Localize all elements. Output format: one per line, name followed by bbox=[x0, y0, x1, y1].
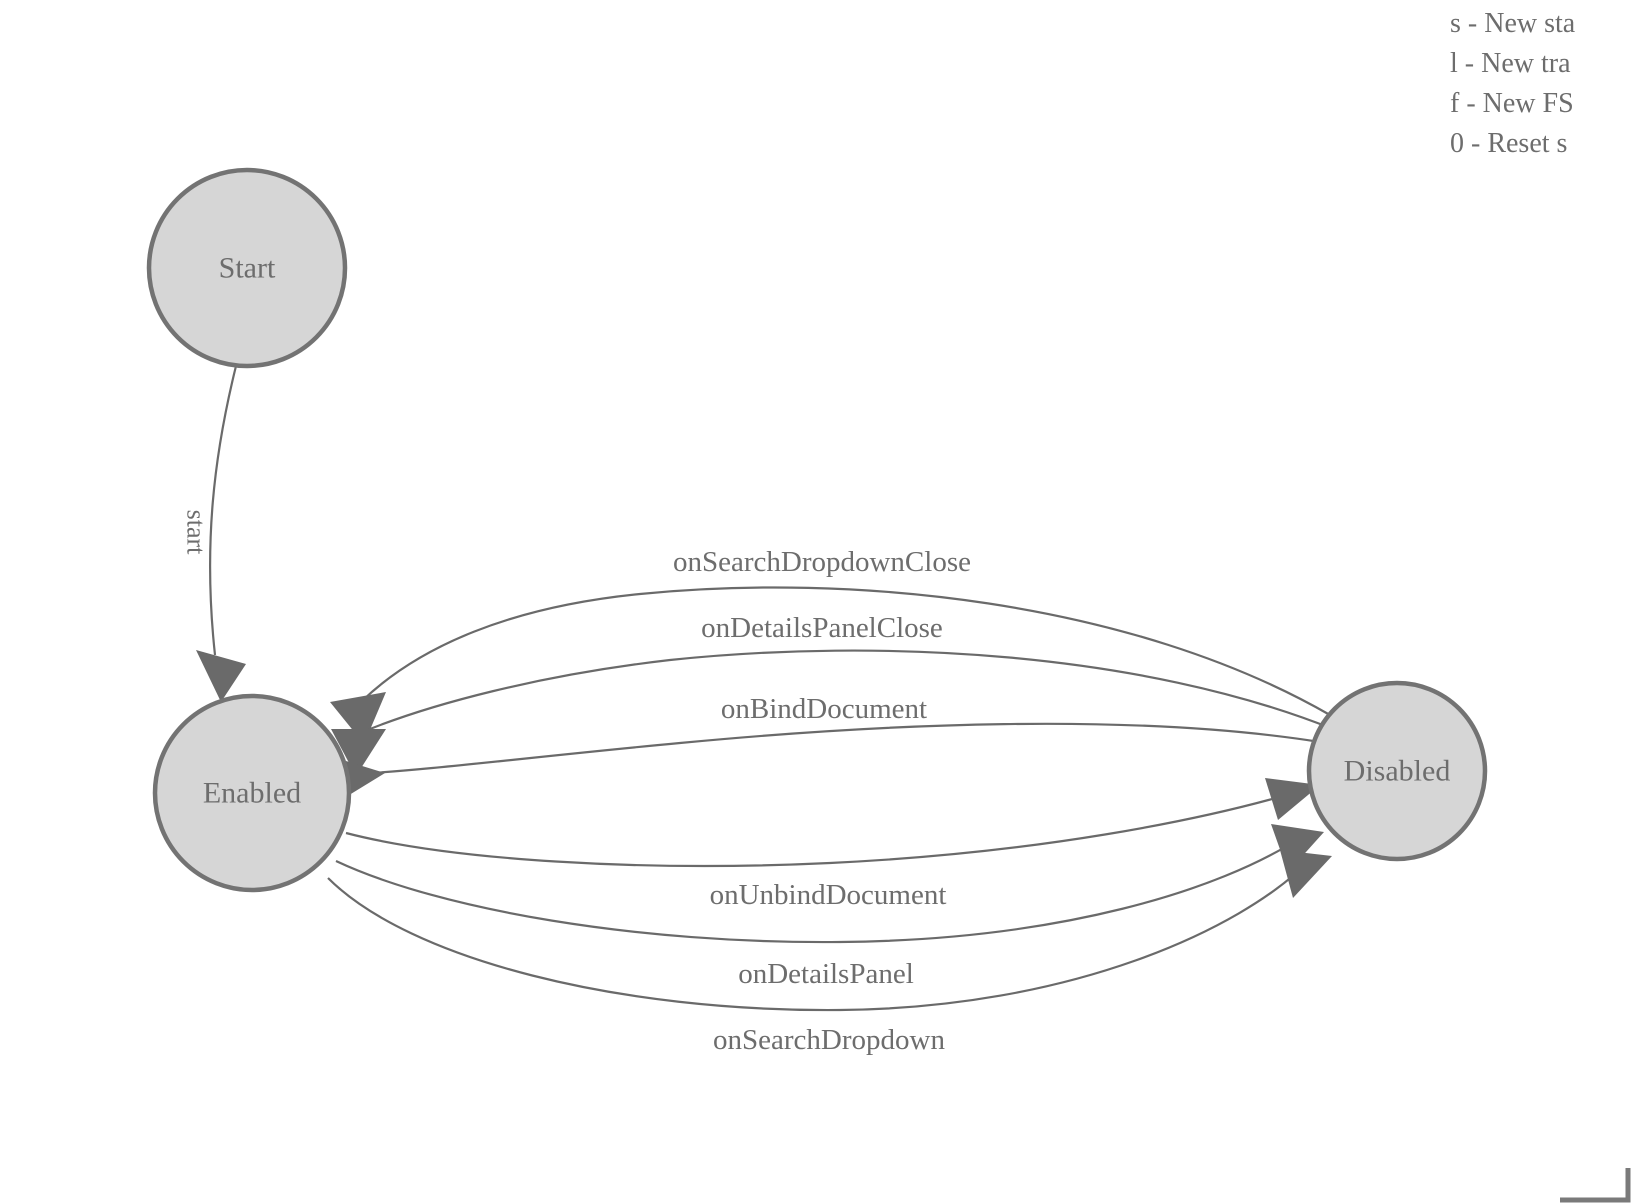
legend-line-new-transition: l - New tra bbox=[1450, 48, 1571, 79]
legend-line-new-state: s - New sta bbox=[1450, 8, 1576, 39]
edge-label-onsearchdropdown: onSearchDropdown bbox=[713, 1024, 945, 1056]
node-disabled[interactable]: Disabled bbox=[1306, 680, 1488, 862]
keyboard-shortcut-legend: s - New sta l - New tra f - New FS 0 - R… bbox=[1422, 0, 1632, 164]
edge-label-ondetailspanelclose: onDetailsPanelClose bbox=[701, 612, 943, 644]
edge-onbinddocument-path bbox=[355, 722, 1321, 776]
edge-onsearchdropdown-path bbox=[327, 861, 1309, 1012]
edge-onsearchdropdownclose-path bbox=[362, 586, 1331, 716]
edge-label-start: start bbox=[182, 510, 211, 556]
edge-start-path bbox=[208, 365, 238, 656]
edge-ondetailspanelclose-arrowhead bbox=[331, 729, 386, 776]
edge-onbinddocument[interactable] bbox=[333, 722, 1321, 800]
edge-onunbinddocument-path bbox=[345, 792, 1291, 868]
legend-line-new-fsm: f - New FS bbox=[1450, 88, 1574, 119]
edge-start[interactable] bbox=[196, 365, 246, 702]
node-start-label: Start bbox=[219, 252, 276, 285]
node-disabled-circle[interactable] bbox=[1306, 680, 1488, 862]
edge-onunbinddocument-arrowhead bbox=[1265, 778, 1320, 820]
edge-ondetailspanelclose[interactable] bbox=[331, 649, 1334, 776]
node-enabled-label: Enabled bbox=[203, 777, 301, 810]
edge-label-onsearchdropdownclose: onSearchDropdownClose bbox=[673, 546, 971, 578]
edge-label-onbinddocument: onBindDocument bbox=[721, 693, 927, 725]
edge-onsearchdropdownclose[interactable] bbox=[330, 586, 1331, 744]
edge-ondetailspanelclose-path bbox=[359, 649, 1334, 735]
edge-onsearchdropdownclose-arrowhead bbox=[330, 692, 386, 744]
window-corner-mark bbox=[1560, 1168, 1631, 1203]
edge-label-ondetailspanel: onDetailsPanel bbox=[738, 958, 914, 990]
edge-onunbinddocument[interactable] bbox=[345, 778, 1320, 868]
legend-line-reset: 0 - Reset s bbox=[1450, 128, 1568, 159]
node-disabled-label: Disabled bbox=[1344, 755, 1451, 788]
edge-onsearchdropdown[interactable] bbox=[327, 850, 1332, 1012]
edge-label-onunbinddocument: onUnbindDocument bbox=[710, 879, 947, 911]
edge-onsearchdropdown-arrowhead bbox=[1280, 850, 1332, 898]
node-enabled-circle[interactable] bbox=[152, 693, 352, 893]
node-start[interactable]: Start bbox=[146, 167, 348, 369]
edge-start-arrowhead bbox=[196, 650, 246, 702]
node-start-circle[interactable] bbox=[146, 167, 348, 369]
node-enabled[interactable]: Enabled bbox=[152, 693, 352, 893]
edge-ondetailspanel-path bbox=[335, 837, 1301, 944]
